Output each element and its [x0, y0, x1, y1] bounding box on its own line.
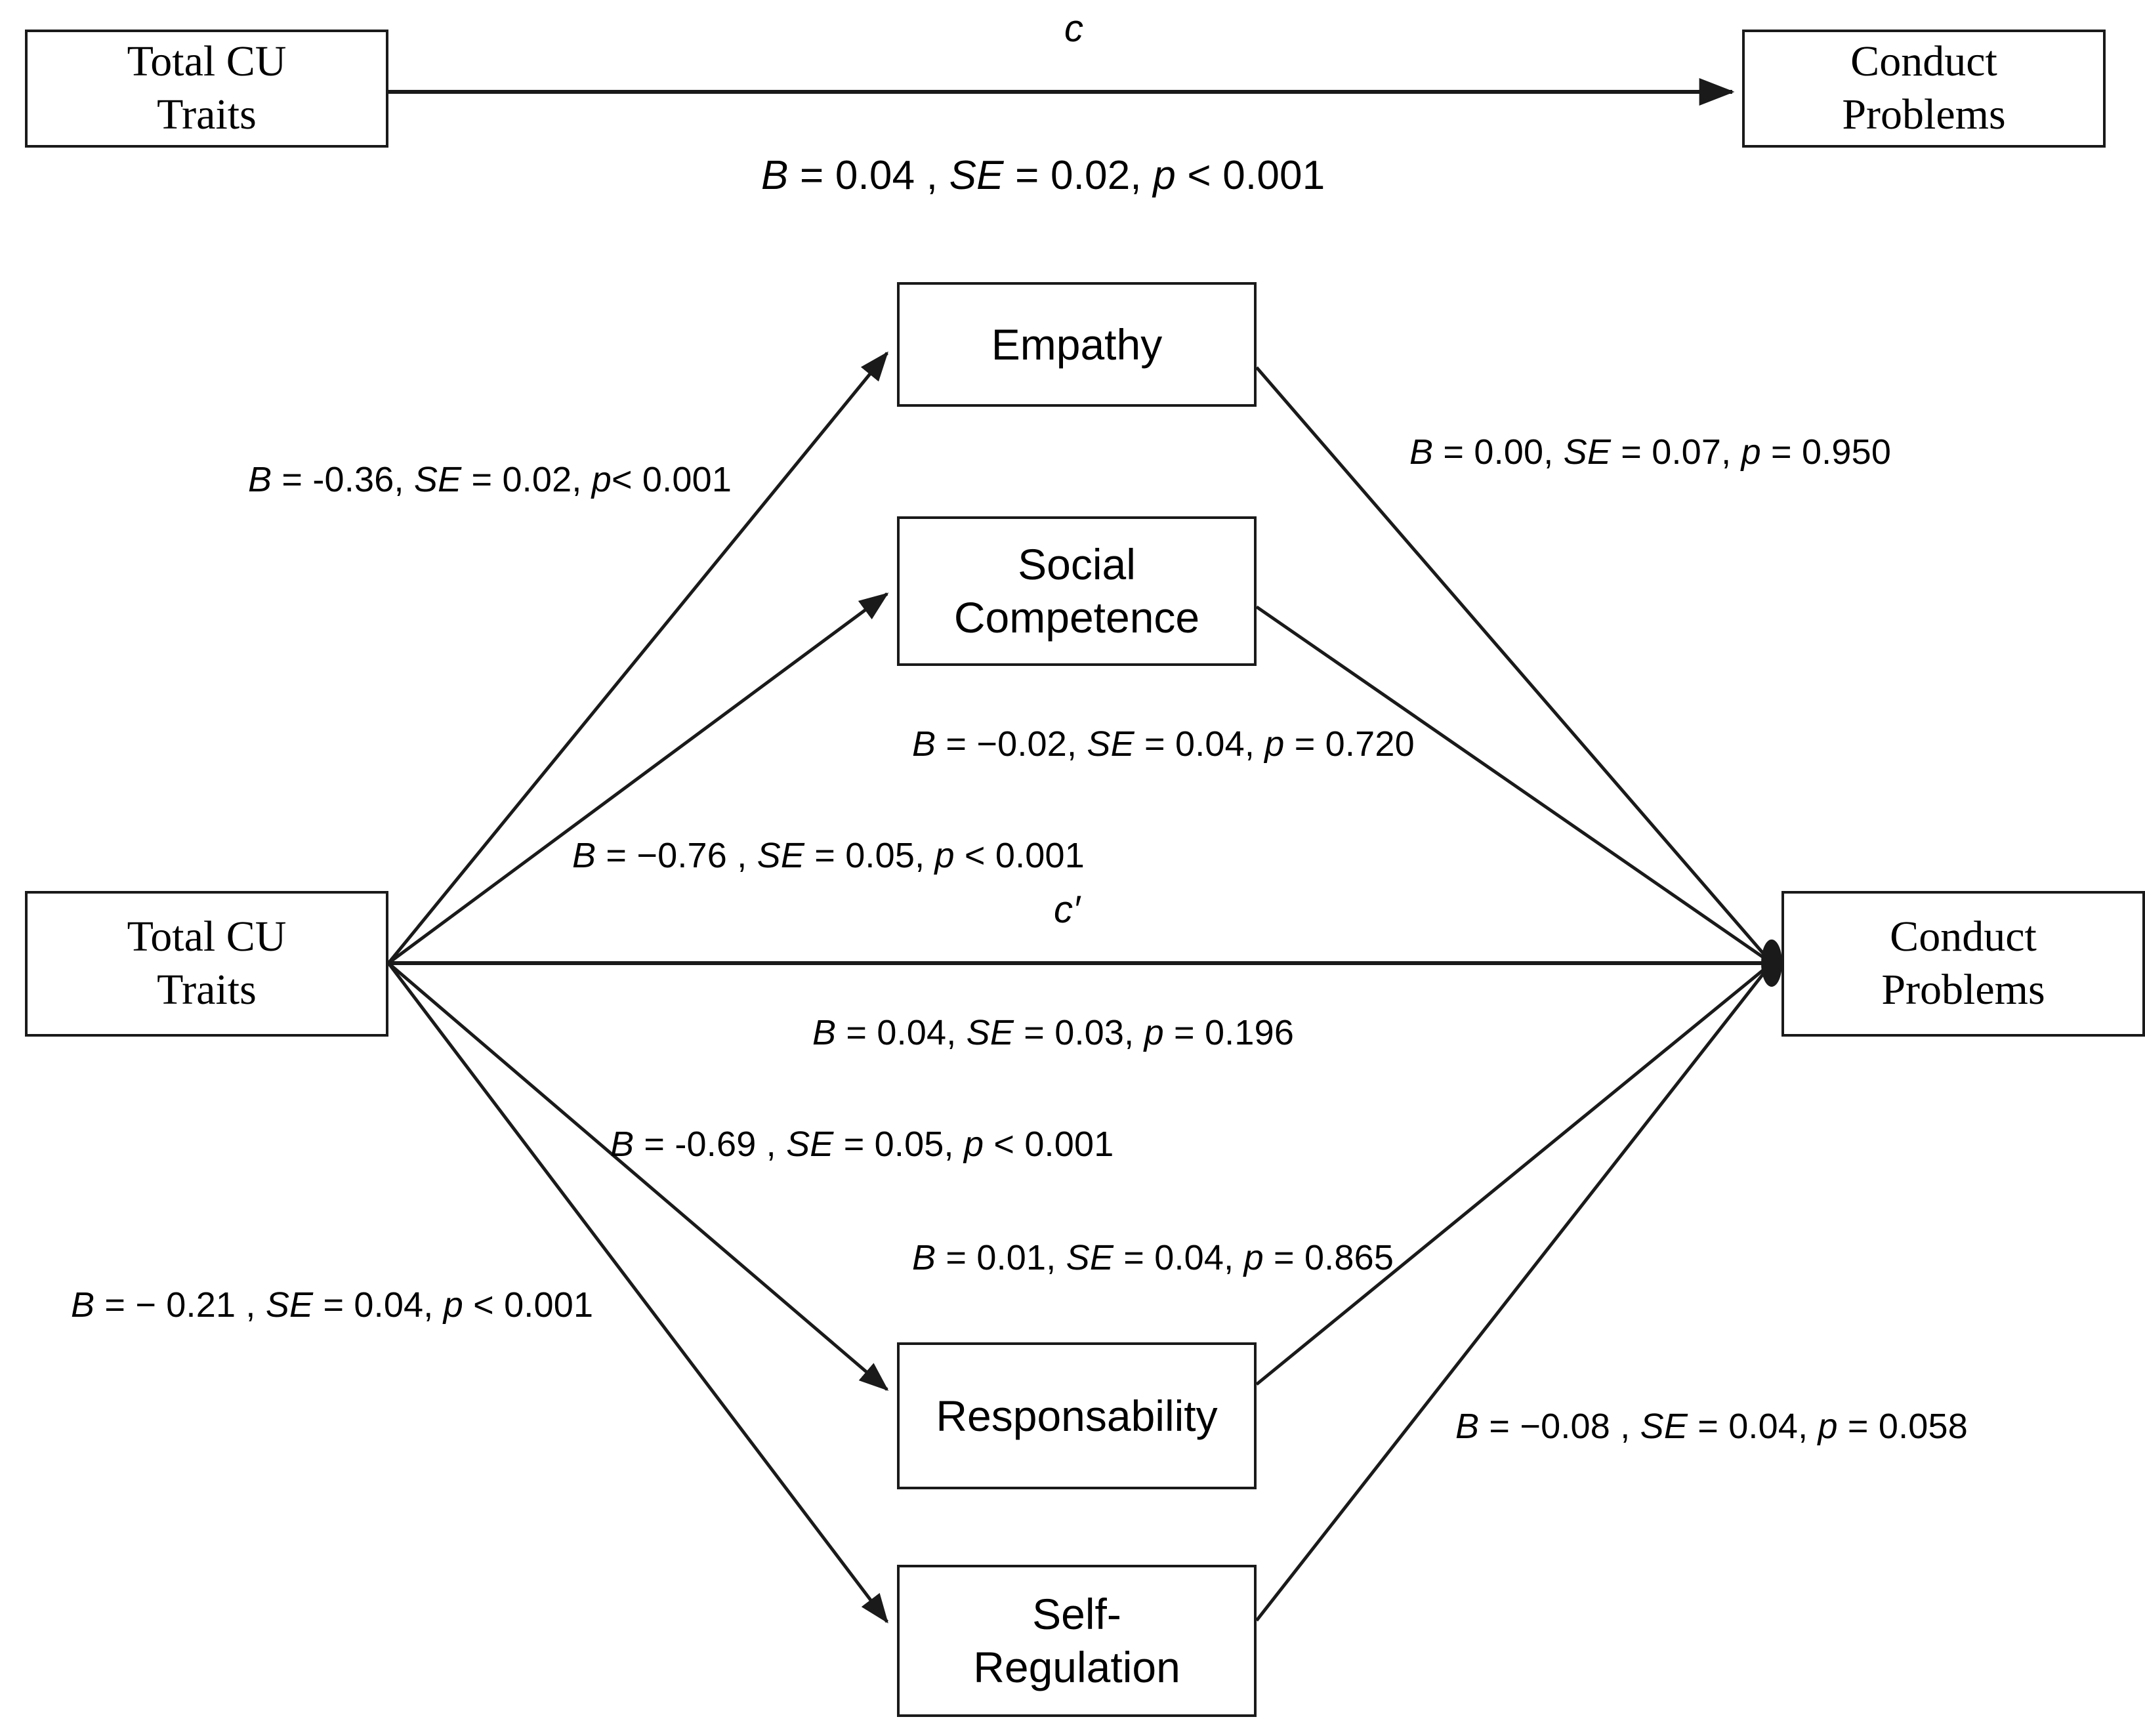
path-arrow-b-responsability	[1255, 962, 1773, 1386]
path-arrow-a-empathy	[387, 351, 888, 964]
node-label-line1: Conduct	[1850, 37, 1997, 86]
node-label-line1: Social	[1018, 540, 1136, 589]
path-arrow-b-self-regulation	[1255, 962, 1773, 1622]
node-label-wrapper: Social Competence	[954, 538, 1199, 644]
path-arrow-a-responsability	[387, 962, 889, 1391]
path-arrow-b-empathy	[1255, 366, 1773, 964]
path-arrow-a-social-competence	[387, 592, 889, 965]
node-label-line2: Regulation	[973, 1643, 1180, 1691]
node-label-line1: Empathy	[991, 320, 1163, 369]
node-conduct-problems-main[interactable]: Conduct Problems	[1781, 891, 2145, 1037]
label-b-path-social-competence-stats: B = −0.02, SE = 0.04, p = 0.720	[912, 724, 1415, 764]
node-conduct-problems-top[interactable]: Conduct Problems	[1742, 30, 2106, 148]
node-mediator-social-competence[interactable]: Social Competence	[897, 516, 1257, 666]
label-a-path-responsability-stats: B = -0.69 , SE = 0.05, p < 0.001	[610, 1125, 1114, 1164]
path-arrow-b-social-competence	[1255, 605, 1773, 965]
label-b-path-responsability-stats: B = 0.01, SE = 0.04, p = 0.865	[912, 1238, 1394, 1277]
node-label-line1: Self-	[1032, 1590, 1121, 1639]
label-b-path-empathy-stats: B = 0.00, SE = 0.07, p = 0.950	[1409, 432, 1892, 472]
label-b-path-self-regulation-stats: B = −0.08 , SE = 0.04, p = 0.058	[1455, 1407, 1968, 1446]
path-convergence-node	[1761, 940, 1782, 987]
node-label-line1: Conduct	[1890, 913, 2037, 961]
label-direct-effect-stats: B = 0.04, SE = 0.03, p = 0.196	[812, 1013, 1295, 1052]
node-label-wrapper: Conduct Problems	[1881, 911, 2045, 1016]
node-label-wrapper: Empathy	[991, 318, 1162, 371]
node-mediator-responsability[interactable]: Responsability	[897, 1342, 1257, 1489]
node-label-wrapper: Responsability	[936, 1390, 1217, 1443]
path-arrow-a-self-regulation	[387, 962, 888, 1624]
node-label-wrapper: Total CU Traits	[127, 911, 287, 1016]
label-total-effect-stats: B = 0.04 , SE = 0.02, p < 0.001	[761, 153, 1325, 198]
label-a-path-self-regulation-stats: B = − 0.21 , SE = 0.04, p < 0.001	[71, 1285, 594, 1325]
node-total-cu-traits-main[interactable]: Total CU Traits	[25, 891, 388, 1037]
node-label-line2: Traits	[157, 91, 257, 138]
node-label-line1: Total CU	[127, 37, 287, 86]
node-label-line2: Problems	[1881, 966, 2045, 1014]
label-a-path-social-competence-stats: B = −0.76 , SE = 0.05, p < 0.001	[572, 836, 1085, 875]
node-label-wrapper: Total CU Traits	[127, 35, 287, 141]
node-label-wrapper: Conduct Problems	[1842, 35, 2005, 141]
node-label-line1: Total CU	[127, 913, 287, 961]
node-label-line2: Traits	[157, 966, 257, 1014]
label-a-path-empathy-stats: B = -0.36, SE = 0.02, p< 0.001	[248, 460, 732, 499]
node-label-line1: Responsability	[936, 1391, 1218, 1440]
node-label-wrapper: Self- Regulation	[973, 1588, 1180, 1693]
label-total-effect-letter-c: c	[1064, 7, 1083, 50]
node-mediator-empathy[interactable]: Empathy	[897, 282, 1257, 407]
node-total-cu-traits-top[interactable]: Total CU Traits	[25, 30, 388, 148]
node-label-line2: Competence	[953, 593, 1200, 642]
node-mediator-self-regulation[interactable]: Self- Regulation	[897, 1565, 1257, 1717]
label-direct-effect-letter-c-prime: c′	[1054, 888, 1080, 931]
node-label-line2: Problems	[1842, 91, 2006, 138]
